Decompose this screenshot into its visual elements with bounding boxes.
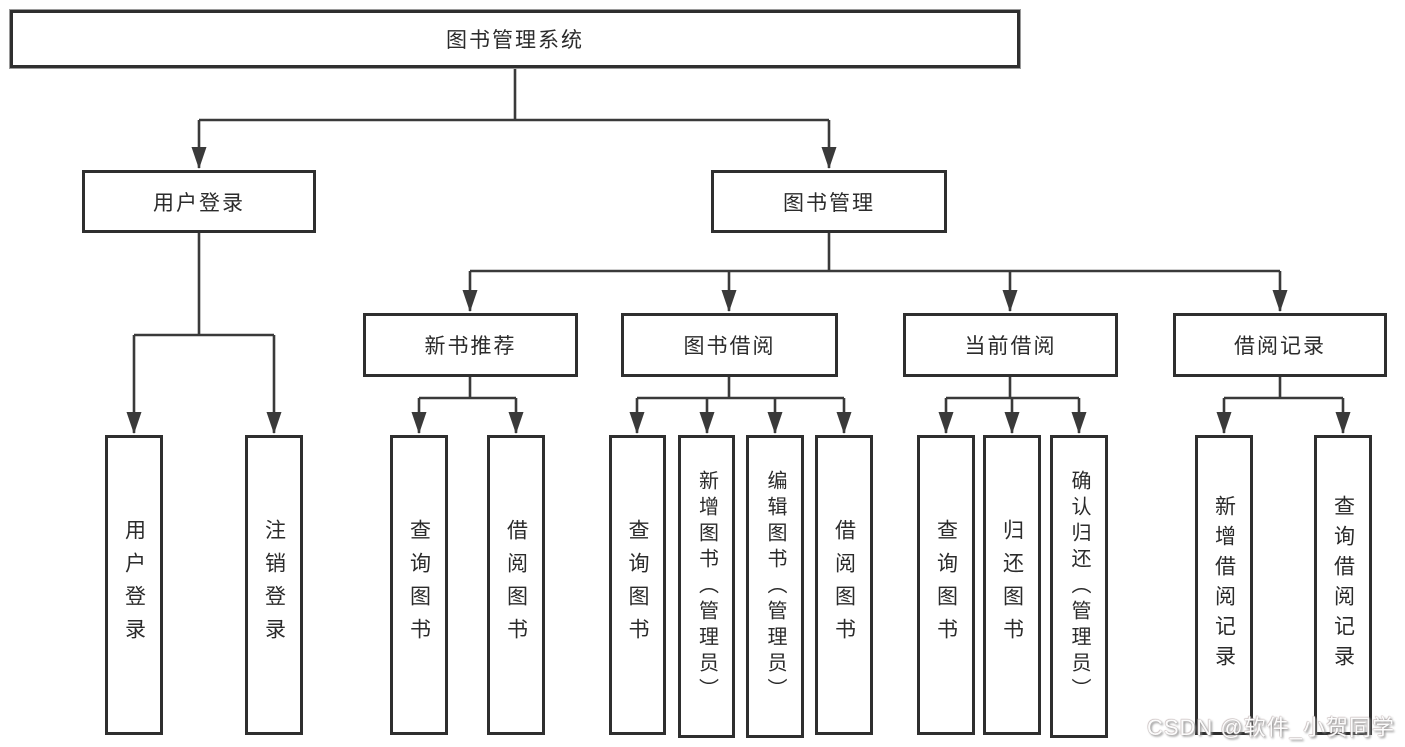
leaf-recommend-borrow-book: 借阅图书 (487, 435, 545, 735)
leaf-borrow-edit-book-admin-label: 编辑图书（管理员） (764, 469, 786, 704)
leaf-borrow-query-book-label: 查询图书 (626, 519, 649, 651)
leaf-recommend-query-book: 查询图书 (390, 435, 448, 735)
node-new-book-recommend: 新书推荐 (363, 313, 578, 377)
leaf-recommend-borrow-book-label: 借阅图书 (504, 519, 528, 651)
trunk-lines (134, 68, 1343, 400)
node-current-borrow: 当前借阅 (903, 313, 1118, 377)
csdn-watermark: CSDN @软件_小贺同学 (1146, 715, 1395, 740)
leaf-records-add: 新增借阅记录 (1195, 435, 1253, 735)
leaf-current-query-book: 查询图书 (917, 435, 975, 735)
leaf-logout-label: 注销登录 (262, 519, 286, 651)
node-book-management: 图书管理 (711, 170, 947, 233)
leaf-current-return-book: 归还图书 (983, 435, 1041, 735)
node-book-management-label: 图书管理 (783, 191, 875, 215)
leaf-current-return-book-label: 归还图书 (1000, 519, 1024, 651)
leaf-borrow-borrow-book-label: 借阅图书 (832, 519, 856, 651)
node-user-login: 用户登录 (82, 170, 316, 233)
leaf-current-confirm-return-admin-label: 确认归还（管理员） (1068, 469, 1090, 704)
leaf-borrow-add-book-admin-label: 新增图书（管理员） (695, 469, 718, 704)
leaf-current-confirm-return-admin: 确认归还（管理员） (1050, 435, 1108, 738)
leaf-borrow-query-book: 查询图书 (609, 435, 666, 735)
node-new-book-recommend-label: 新书推荐 (424, 335, 517, 358)
node-root-system: 图书管理系统 (10, 10, 1020, 68)
node-current-borrow-label: 当前借阅 (964, 335, 1057, 358)
leaf-current-query-book-label: 查询图书 (934, 519, 958, 651)
leaf-records-add-label: 新增借阅记录 (1212, 495, 1236, 675)
node-book-borrow-label: 图书借阅 (683, 335, 776, 358)
node-borrow-records: 借阅记录 (1173, 313, 1387, 377)
leaf-records-query: 查询借阅记录 (1314, 435, 1372, 735)
node-user-login-label: 用户登录 (153, 191, 245, 215)
node-root-label: 图书管理系统 (446, 29, 584, 52)
node-book-borrow: 图书借阅 (621, 313, 838, 377)
leaf-borrow-add-book-admin: 新增图书（管理员） (678, 435, 735, 738)
leaf-borrow-edit-book-admin: 编辑图书（管理员） (746, 435, 804, 738)
leaf-user-login: 用户登录 (105, 435, 163, 735)
leaf-borrow-borrow-book: 借阅图书 (815, 435, 873, 735)
leaf-user-login-label: 用户登录 (122, 519, 146, 651)
leaf-recommend-query-book-label: 查询图书 (407, 519, 431, 651)
arrow-lines (126, 120, 1351, 434)
leaf-records-query-label: 查询借阅记录 (1331, 495, 1355, 675)
leaf-logout: 注销登录 (245, 435, 303, 735)
node-borrow-records-label: 借阅记录 (1234, 335, 1326, 358)
